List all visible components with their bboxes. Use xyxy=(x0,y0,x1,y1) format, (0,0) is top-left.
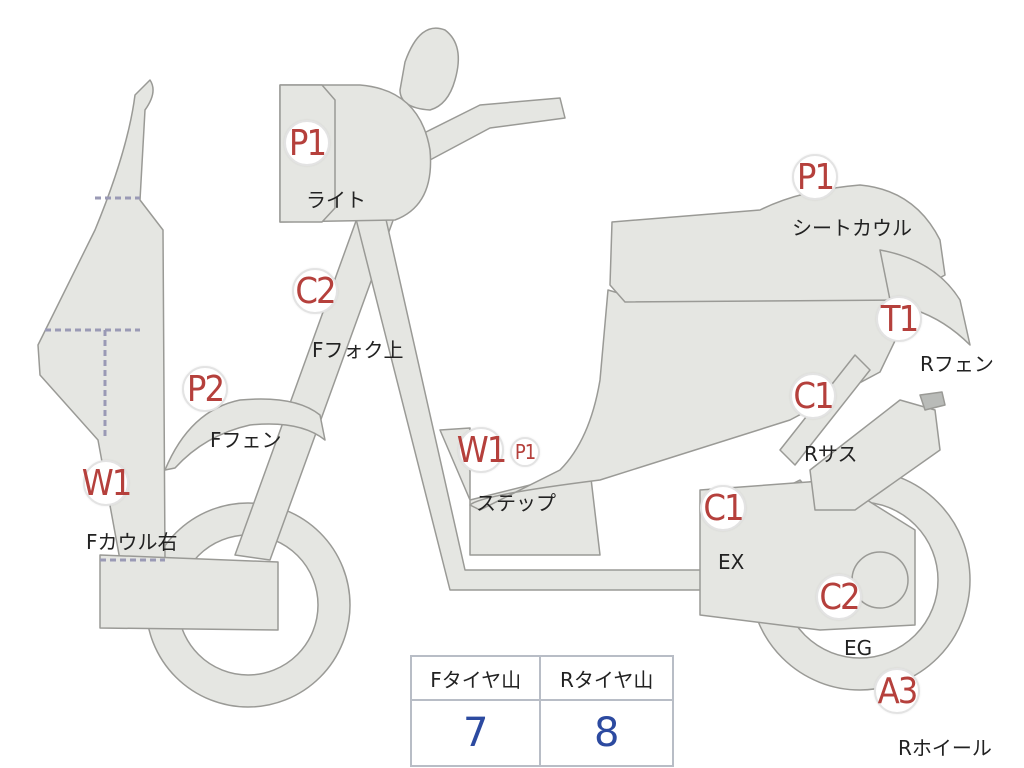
marker-front-cowl-label: Fカウル右 xyxy=(86,530,178,554)
marker-rear-suspension-label: Rサス xyxy=(804,442,858,466)
seat xyxy=(609,184,946,303)
windshield xyxy=(399,27,460,111)
marker-exhaust-code: C1 xyxy=(700,485,746,531)
marker-step-label: ステップ xyxy=(476,491,556,515)
marker-rear-fender-code: T1 xyxy=(876,296,922,342)
marker-front-fender-code: P2 xyxy=(182,366,228,412)
marker-exhaust-label: EX xyxy=(718,550,745,574)
front-tire-tread-header: Fタイヤ山 xyxy=(409,655,542,701)
front-cowl xyxy=(37,79,166,561)
marker-rear-suspension-code: C1 xyxy=(790,373,836,419)
marker-rear-wheel-code: A3 xyxy=(874,668,920,714)
marker-front-cowl-code: W1 xyxy=(82,460,132,506)
front-fender xyxy=(164,398,326,471)
rear-suspension-body xyxy=(809,399,941,511)
tread-table-header-row: Fタイヤ山 Rタイヤ山 xyxy=(409,655,674,701)
marker-fork-label: Fフォク上 xyxy=(312,338,404,362)
marker-fork-code: C2 xyxy=(292,268,338,314)
marker-seat-cowl-code: P1 xyxy=(792,154,838,200)
marker-light-label: ライト xyxy=(306,188,366,212)
marker-step-code: W1 xyxy=(457,427,507,473)
front-tire-tread-value: 7 xyxy=(409,699,542,767)
tread-table-value-row: 7 8 xyxy=(409,699,674,767)
marker-step-secondary-code: P1 xyxy=(510,437,540,467)
rear-suspension-tip xyxy=(919,391,946,411)
marker-engine-label: EG xyxy=(844,636,873,660)
marker-front-fender-label: Fフェン xyxy=(210,428,282,452)
rear-tire-tread-header: Rタイヤ山 xyxy=(539,655,674,701)
marker-engine-code: C2 xyxy=(816,574,862,620)
rear-fender xyxy=(879,249,971,346)
handlebar xyxy=(419,97,566,161)
rear-tire-tread-value: 8 xyxy=(539,699,674,767)
tire-tread-table: Fタイヤ山 Rタイヤ山 7 8 xyxy=(409,655,674,767)
front-cowl-bottom xyxy=(99,554,279,631)
marker-seat-cowl-label: シートカウル xyxy=(792,216,912,240)
marker-rear-wheel-label: Rホイール xyxy=(898,736,992,760)
marker-light-code: P1 xyxy=(284,120,330,166)
marker-rear-fender-label: Rフェン xyxy=(920,352,994,376)
